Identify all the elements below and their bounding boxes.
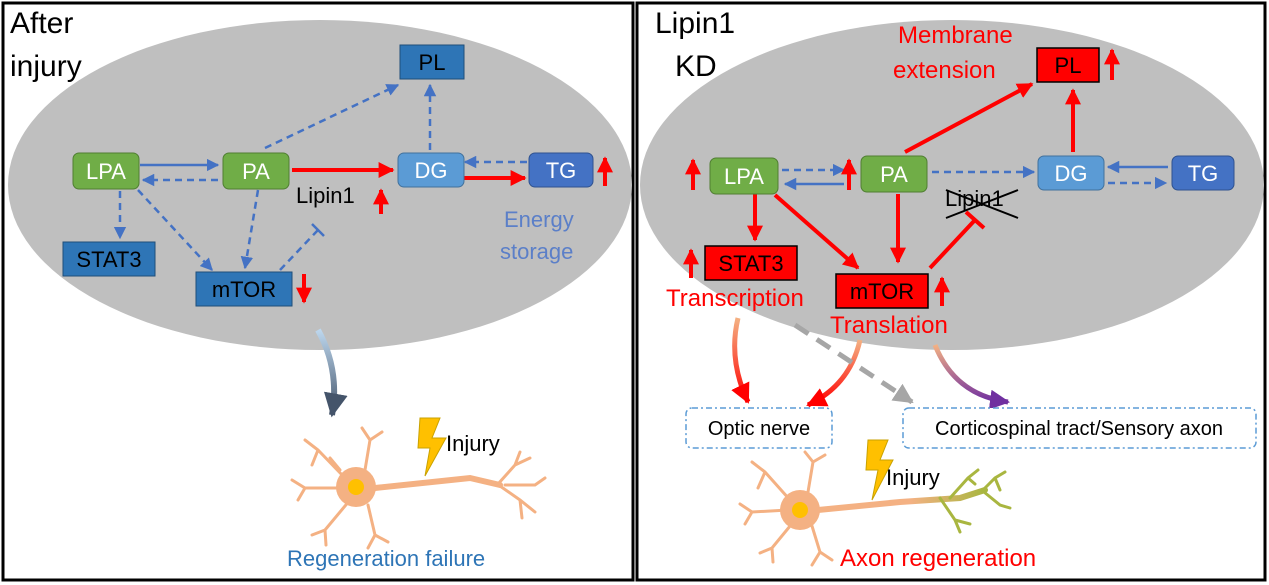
- right-optic-nerve-box: Optic nerve: [685, 407, 833, 449]
- left-node-pl: PL: [399, 44, 465, 80]
- right-transcription-label: Transcription: [666, 285, 804, 312]
- left-energy-label-line2: storage: [500, 239, 573, 264]
- right-blue-arrows: [782, 160, 1168, 191]
- svg-text:DG: DG: [1055, 161, 1088, 186]
- left-cell-ellipse: [8, 20, 632, 350]
- left-energy-label-line1: Energy: [504, 207, 574, 232]
- right-outcome-label: Axon regeneration: [840, 545, 1036, 572]
- left-indicators: [296, 156, 613, 304]
- right-corticospinal-box: Corticospinal tract/Sensory axon: [902, 407, 1257, 449]
- right-injury-label: Injury: [886, 465, 940, 490]
- left-red-arrows: [292, 162, 527, 186]
- left-neuron-dendrites: [290, 426, 390, 550]
- left-arrow-pa-mtor: [240, 189, 260, 270]
- right-arrow-stat3-corticospinal: [793, 322, 914, 405]
- svg-text:LPA: LPA: [86, 159, 126, 184]
- left-node-lpa: LPA: [72, 152, 140, 190]
- left-inhibit-mtor-lipin1: [279, 229, 319, 271]
- svg-text:Optic nerve: Optic nerve: [708, 418, 810, 440]
- svg-text:STAT3: STAT3: [718, 251, 783, 276]
- right-arrow-translation-corticospinal: [932, 344, 1010, 410]
- right-neuron-dendrites: [738, 450, 834, 567]
- right-indicators: [683, 48, 1120, 306]
- svg-text:PL: PL: [1055, 53, 1082, 78]
- right-node-pa: PA: [860, 155, 928, 193]
- left-failure-arrow: [315, 328, 348, 418]
- left-arrow-pa-pl: [264, 83, 400, 150]
- svg-text:TG: TG: [546, 158, 577, 183]
- right-translation-label: Translation: [830, 312, 948, 339]
- left-node-dg: DG: [397, 152, 465, 188]
- left-lightning-icon: [417, 417, 447, 477]
- svg-text:mTOR: mTOR: [212, 277, 276, 302]
- right-panel: Lipin1 KD Membrane extension PL: [635, 1, 1267, 582]
- left-arrows: [113, 83, 527, 271]
- right-membrane-label-line2: extension: [893, 57, 996, 84]
- right-node-lpa: LPA: [709, 157, 779, 195]
- left-neuron-nucleus: [348, 479, 364, 495]
- right-arrow-transcription-optic: [731, 317, 751, 404]
- left-node-pa: PA: [222, 152, 290, 190]
- right-arrow-lpa-mtor: [773, 193, 860, 270]
- left-arrow-lpa-mtor: [137, 189, 213, 271]
- left-outcome-label: Regeneration failure: [287, 546, 485, 571]
- right-neuron-nucleus: [792, 502, 808, 518]
- right-arrow-pa-pl: [904, 82, 1034, 154]
- left-title-line2: injury: [10, 50, 82, 83]
- svg-text:Corticospinal tract/Sensory ax: Corticospinal tract/Sensory axon: [935, 418, 1223, 440]
- right-neuron-axon: [815, 487, 988, 513]
- right-arrow-translation-optic: [806, 339, 863, 408]
- right-node-dg: DG: [1037, 155, 1105, 191]
- svg-text:PA: PA: [242, 159, 270, 184]
- right-lightning-icon: [865, 439, 894, 501]
- svg-text:PL: PL: [419, 50, 446, 75]
- right-title-line1: Lipin1: [655, 7, 735, 40]
- left-title-line1: After: [10, 7, 73, 40]
- left-panel: After injury PL LPA: [1, 1, 635, 582]
- svg-text:PA: PA: [880, 162, 908, 187]
- right-lipin1-strike-b: [945, 189, 1019, 219]
- svg-text:LPA: LPA: [724, 164, 764, 189]
- left-neuron-axon: [372, 474, 503, 491]
- right-lipin1-crossed: Lipin1: [945, 186, 1019, 219]
- right-node-mtor: mTOR: [835, 273, 929, 309]
- right-inhibit-bar: [964, 210, 986, 230]
- svg-text:STAT3: STAT3: [76, 247, 141, 272]
- right-node-tg: TG: [1171, 155, 1235, 191]
- right-title-line2: KD: [675, 50, 717, 83]
- right-node-stat3: STAT3: [704, 245, 798, 281]
- left-lipin1-label: Lipin1: [296, 183, 355, 208]
- svg-text:TG: TG: [1188, 161, 1219, 186]
- right-membrane-label-line1: Membrane: [898, 22, 1013, 49]
- left-node-stat3: STAT3: [62, 241, 156, 277]
- right-neuron-terminals: [938, 468, 1012, 534]
- left-inhibit-bar: [311, 223, 325, 237]
- right-neuron: [738, 450, 1012, 567]
- svg-text:DG: DG: [415, 158, 448, 183]
- left-injury-label: Injury: [446, 431, 500, 456]
- left-node-tg: TG: [528, 152, 594, 188]
- right-red-arrows: [747, 82, 1081, 270]
- left-node-mtor: mTOR: [195, 271, 293, 307]
- left-neuron-terminals: [496, 450, 547, 520]
- right-inhibit-mtor-lipin1: [928, 218, 977, 270]
- svg-text:mTOR: mTOR: [850, 279, 914, 304]
- right-node-pl: PL: [1036, 47, 1100, 83]
- left-neuron: [290, 426, 547, 550]
